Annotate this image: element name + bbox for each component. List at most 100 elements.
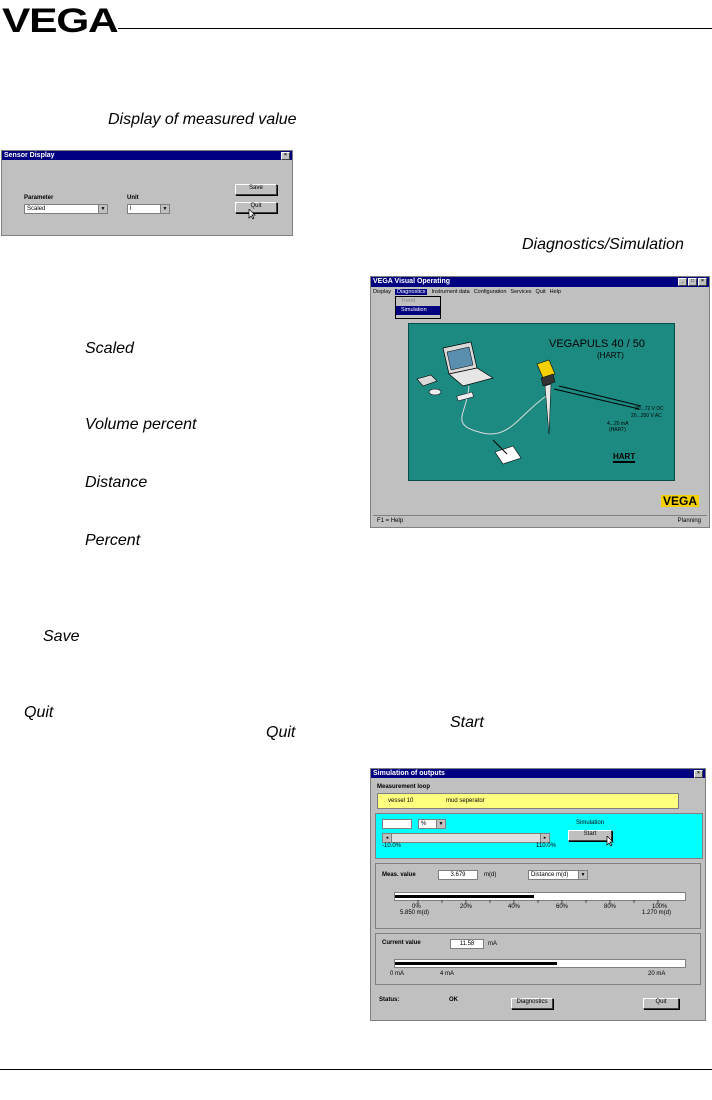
dropdown-simulation[interactable]: Simulation xyxy=(396,306,440,315)
status-mode: Planning xyxy=(677,518,701,524)
chevron-down-icon[interactable]: ▼ xyxy=(98,205,107,213)
meas-value: 3.679 xyxy=(438,870,478,880)
menu-quit[interactable]: Quit xyxy=(535,289,546,295)
close-icon[interactable]: × xyxy=(281,152,290,160)
meas-unit: m(d) xyxy=(484,872,497,878)
chevron-down-icon[interactable]: ▼ xyxy=(578,871,587,879)
current-tick-4: 4 mA xyxy=(440,971,455,977)
diagnostics-dropdown: Trend Simulation xyxy=(395,296,441,319)
vega-logo: VEGA xyxy=(2,2,119,40)
product-name: VEGAPULS 40 / 50 xyxy=(549,338,645,350)
vega-brand: VEGA xyxy=(661,494,700,508)
close-icon[interactable]: × xyxy=(698,278,707,286)
maximize-icon[interactable]: □ xyxy=(688,278,697,286)
dropdown-trend[interactable]: Trend xyxy=(401,298,416,304)
meas-tick-20: 20% xyxy=(460,904,473,910)
caption-percent: Percent xyxy=(85,532,141,549)
close-icon[interactable]: × xyxy=(694,770,703,778)
quit-button[interactable]: Quit xyxy=(643,998,679,1009)
simulation-title: Simulation of outputs xyxy=(373,770,445,777)
simulation-unit-select[interactable]: % ▼ xyxy=(418,819,446,829)
product-sub: (HART) xyxy=(597,351,624,360)
meas-value-group: Meas. value 3.679 m(d) Distance m(d) ▼ 0… xyxy=(375,863,701,929)
slider-right-icon[interactable]: ▸ xyxy=(540,834,549,842)
vvo-title: VEGA Visual Operating xyxy=(373,278,451,285)
meas-ticks xyxy=(417,900,659,904)
menu-instrument-data[interactable]: Instrument data xyxy=(431,289,470,295)
cursor-icon xyxy=(248,209,256,220)
loop-name: vessel 10 xyxy=(388,798,414,804)
vvo-titlebar: VEGA Visual Operating _ □ × xyxy=(371,277,709,287)
meas-tick-0: 0% xyxy=(412,904,421,910)
meas-tick-100: 100% xyxy=(652,904,668,910)
start-button[interactable]: Start xyxy=(568,830,612,841)
parameter-label: Parameter xyxy=(24,195,54,201)
menu-display[interactable]: Display xyxy=(373,289,392,295)
menu-help[interactable]: Help xyxy=(549,289,561,295)
status-value: OK xyxy=(449,997,458,1003)
unit-value: l xyxy=(130,206,132,212)
caption-volume-percent: Volume percent xyxy=(85,416,197,433)
laptop-icon xyxy=(442,341,494,387)
current-label: Current value xyxy=(382,940,421,946)
menu-diagnostics[interactable]: Diagnostics xyxy=(395,289,428,295)
current-range: 4...20 mA xyxy=(607,421,629,427)
caption-distance: Distance xyxy=(85,474,148,491)
simulation-slider[interactable]: ◂ ▸ xyxy=(382,833,550,843)
meas-label: Meas. value xyxy=(382,872,416,878)
parameter-select[interactable]: Scaled ▼ xyxy=(24,204,108,214)
caption-save: Save xyxy=(43,628,80,645)
sensor-display-titlebar: Sensor Display × xyxy=(2,151,292,160)
caption-diagnostics-simulation: Diagnostics/Simulation xyxy=(522,236,684,253)
save-button[interactable]: Save xyxy=(235,184,277,195)
caption-quit-inline: Quit xyxy=(266,724,296,741)
supply-dc: 20...72 V DC xyxy=(635,406,664,412)
parameter-value: Scaled xyxy=(27,206,46,212)
meas-tick-80: 80% xyxy=(604,904,617,910)
current-value: 11.58 xyxy=(450,939,484,949)
meas-tick-60: 60% xyxy=(556,904,569,910)
caption-scaled: Scaled xyxy=(85,340,134,357)
status-label: Status: xyxy=(379,997,400,1003)
current-unit: mA xyxy=(488,941,497,947)
meas-bar-fill xyxy=(395,895,535,898)
current-range-sub: (HART) xyxy=(609,427,626,433)
header-rule xyxy=(118,28,712,29)
simulation-value-input[interactable] xyxy=(382,819,412,829)
meas-type-select[interactable]: Distance m(d) ▼ xyxy=(528,870,588,880)
slider-left-icon[interactable]: ◂ xyxy=(383,834,392,842)
diagnostics-button[interactable]: Diagnostics xyxy=(511,998,553,1009)
simulation-label: Simulation xyxy=(576,820,605,826)
status-help: F1 = Help xyxy=(377,518,404,524)
caption-start: Start xyxy=(450,714,484,731)
cursor-icon xyxy=(606,836,614,847)
unit-label: Unit xyxy=(127,195,139,201)
quit-button[interactable]: Quit xyxy=(235,202,277,213)
menu-services[interactable]: Services xyxy=(510,289,532,295)
current-tick-0: 0 mA xyxy=(390,971,405,977)
hart-logo: HART xyxy=(613,452,636,463)
footer-rule xyxy=(0,1069,712,1070)
meas-max: 1.270 m(d) xyxy=(642,910,672,916)
simulation-window: Simulation of outputs × Measurement loop… xyxy=(370,768,706,1021)
chevron-down-icon[interactable]: ▼ xyxy=(436,820,445,828)
minimize-icon[interactable]: _ xyxy=(678,278,687,286)
meas-type: Distance m(d) xyxy=(531,872,569,878)
supply-ac: 20...250 V AC xyxy=(631,413,662,419)
menu-configuration[interactable]: Configuration xyxy=(473,289,507,295)
simulation-panel: % ▼ ◂ ▸ -10.0% 110.0% Simulation Start xyxy=(375,813,703,859)
simulation-unit: % xyxy=(421,821,427,827)
vvo-statusbar: F1 = Help Planning xyxy=(373,515,707,526)
current-tick-20: 20 mA xyxy=(648,971,666,977)
measurement-loop-label: Measurement loop xyxy=(377,784,431,790)
simulation-titlebar: Simulation of outputs × xyxy=(371,769,705,778)
unit-select[interactable]: l ▼ xyxy=(127,204,170,214)
loop-desc: mud seperator xyxy=(446,798,485,804)
current-bar xyxy=(394,959,686,968)
caption-quit: Quit xyxy=(24,704,54,721)
range-max: 110.0% xyxy=(536,843,556,849)
current-bar-fill xyxy=(395,962,558,965)
chevron-down-icon[interactable]: ▼ xyxy=(160,205,169,213)
